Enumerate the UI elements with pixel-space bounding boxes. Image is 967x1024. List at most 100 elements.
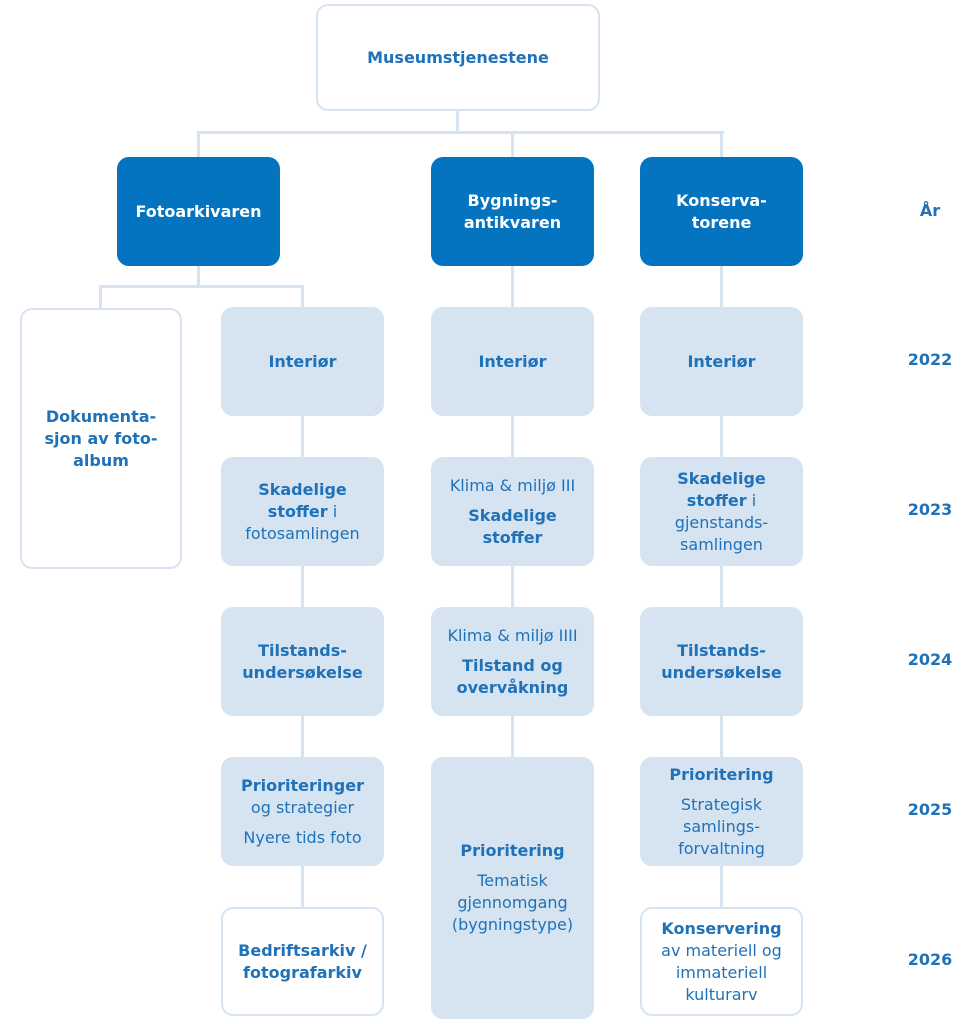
connector: [720, 260, 723, 920]
box-line: gjennomgang: [457, 892, 567, 914]
box-foto-2026: Bedriftsarkiv /fotografarkiv: [221, 907, 384, 1016]
box-line: Prioritering: [460, 840, 564, 862]
box-line: Interiør: [687, 351, 755, 373]
box-text: Tilstands-: [258, 640, 347, 660]
box-line: album: [73, 450, 129, 472]
connector: [197, 131, 724, 134]
box-line: gjenstands-: [675, 512, 768, 534]
year-label: 2022: [907, 350, 953, 369]
box-text: Interiør: [687, 351, 756, 371]
year-label: 2023: [907, 500, 953, 519]
box-text: Skadelige: [677, 468, 766, 488]
box-text: fotosamlingen: [245, 523, 360, 543]
box-text: Strategisk: [680, 794, 763, 814]
box-text: kulturarv: [685, 984, 758, 1004]
box-line: undersøkelse: [242, 662, 362, 684]
connector: [301, 285, 304, 310]
box-byg-2022: Interiør: [431, 307, 594, 416]
box-line: stoffer: [483, 527, 543, 549]
box-text: (bygningstype): [451, 915, 574, 934]
box-text: Klima & miljø III: [449, 475, 576, 495]
box-text: samlingen: [680, 534, 763, 554]
box-line: Tilstands-: [677, 640, 766, 662]
box-line: Dokumenta-: [46, 406, 156, 428]
box-line: samlingen: [680, 534, 763, 556]
column-label: Bygnings-: [467, 190, 558, 210]
box-text: sjon av foto-: [44, 428, 158, 448]
box-line: immateriell: [676, 962, 767, 984]
connector: [99, 285, 304, 288]
box-text: forvaltning: [678, 838, 765, 858]
box-line: sjon av foto-: [45, 428, 158, 450]
box-line: Interiør: [478, 351, 546, 373]
box-line: Tematisk: [477, 870, 548, 892]
box-text: Interiør: [268, 351, 337, 371]
box-text: stoffer: [482, 527, 543, 547]
box-text: Konservering: [661, 918, 782, 938]
box-text: Nyere tids foto: [243, 827, 362, 847]
box-line: Konservering: [661, 918, 781, 940]
connector: [197, 131, 200, 159]
box-text: Skadelige: [258, 479, 347, 499]
column-fotoarkivaren: Fotoarkivaren: [117, 157, 280, 266]
box-line: Prioriteringer: [241, 775, 364, 797]
box-text: i: [327, 501, 338, 521]
column-label: torene: [691, 212, 752, 232]
root-label: Museumstjenestene: [367, 47, 549, 67]
box-text: Klima & miljø IIII: [447, 625, 578, 645]
column-konservatorene: Konserva- torene: [640, 157, 803, 266]
column-label: Konserva-: [676, 190, 767, 210]
box-text: stoffer: [686, 490, 747, 510]
year-label: 2025: [907, 800, 953, 819]
box-line: samlings-: [683, 816, 760, 838]
box-text: i: [746, 490, 757, 510]
box-line: og strategier: [251, 797, 354, 819]
box-text: overvåkning: [456, 677, 569, 697]
box-line: Skadelige: [258, 479, 347, 501]
box-line: Klima & miljø III: [450, 475, 575, 497]
column-label: antikvaren: [463, 212, 562, 232]
box-line: undersøkelse: [661, 662, 781, 684]
box-text: og strategier: [250, 797, 355, 817]
box-line: (bygningstype): [452, 914, 573, 936]
box-text: fotografarkiv: [243, 962, 362, 982]
box-text: gjennomgang: [457, 893, 568, 912]
year-label: 2024: [907, 650, 953, 669]
box-text: immateriell: [675, 962, 768, 982]
connector: [99, 285, 102, 310]
box-text: samlings-: [682, 816, 761, 836]
box-line: forvaltning: [678, 838, 765, 860]
box-line: Interiør: [268, 351, 336, 373]
box-text: Tilstands-: [677, 640, 766, 660]
box-text: Prioriteringer: [241, 775, 364, 795]
year-header: År: [919, 201, 941, 220]
box-text: Prioritering: [460, 841, 565, 860]
box-text: stoffer: [267, 501, 328, 521]
box-text: undersøkelse: [661, 662, 782, 682]
box-line: Skadelige: [677, 468, 766, 490]
box-text: Skadelige: [468, 505, 557, 525]
box-kons-2022: Interiør: [640, 307, 803, 416]
connector: [197, 265, 200, 287]
box-kons-2024: Tilstands-undersøkelse: [640, 607, 803, 716]
box-text: Interiør: [478, 351, 547, 371]
box-line: Strategisk: [681, 794, 762, 816]
box-text: gjenstands-: [674, 512, 769, 532]
box-line: overvåkning: [457, 677, 569, 699]
box-foto-2022: Interiør: [221, 307, 384, 416]
box-line: Prioritering: [669, 764, 773, 786]
box-text: Bedriftsarkiv /: [238, 940, 367, 960]
box-text: Tilstand og: [462, 655, 563, 675]
box-line: Tilstand og: [462, 655, 563, 677]
root-box: Museumstjenestene: [316, 4, 600, 111]
connector: [720, 131, 723, 159]
box-line: Klima & miljø IIII: [447, 625, 577, 647]
box-line: Skadelige: [468, 505, 557, 527]
box-text: Prioritering: [669, 764, 774, 784]
